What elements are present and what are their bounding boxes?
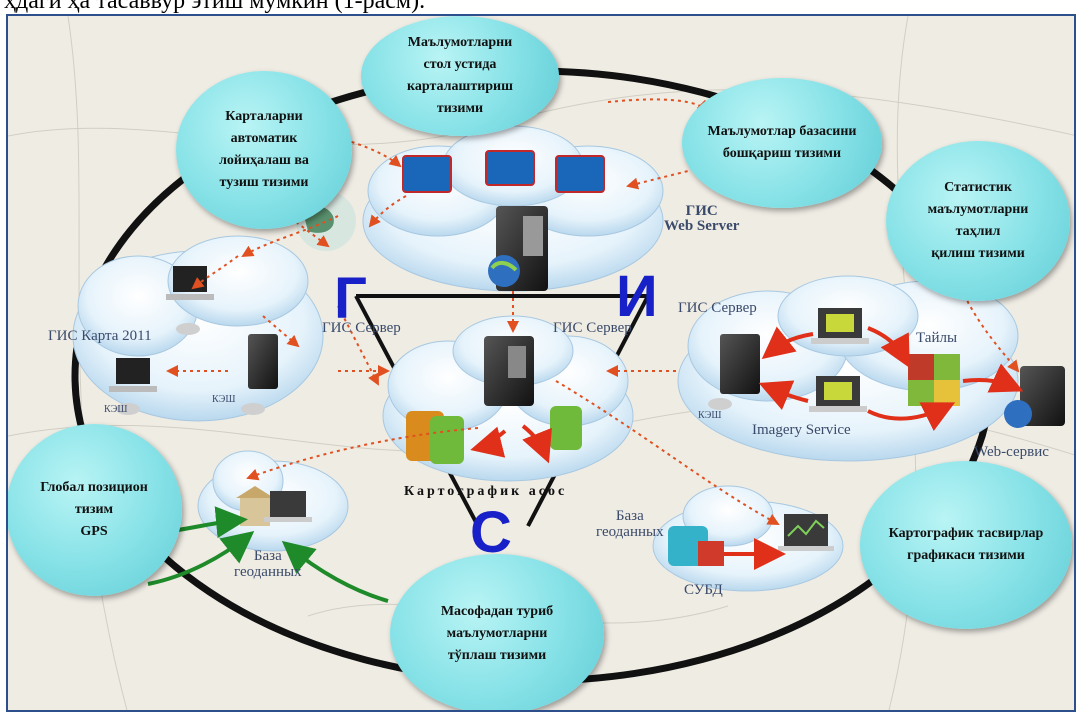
label-gis-server-left: ГИС Сервер [322,320,401,336]
label-gis-server-right: ГИС Сервер [678,300,757,316]
bubble-desktop-mapping: Маълумотларни стол устида карталаштириш … [361,16,559,136]
label-cache-2: КЭШ [212,394,236,405]
right-server-icon [708,334,760,410]
web-service-icon [1004,366,1065,428]
web-monitor-icons [402,150,605,193]
laptop-icons [809,308,869,412]
letter-s: С [470,500,512,565]
central-databases [406,406,582,464]
bubble-remote-sensing: Масофадан туриб маълумотларни тўплаш тиз… [390,554,604,710]
dotted-connectors [166,98,1020,525]
subd-chart-icons [668,514,834,566]
bubble-dbms: Маълумотлар базасини бошқариш тизими [682,78,882,208]
diagram-svg [8,16,1074,710]
caption-text: ҳдаги ҳа тасаввур этиш мумкин (1-расм). [4,0,426,14]
label-tiles: Тайлы [916,330,958,346]
green-arrows [147,506,389,603]
label-imagery-service: Imagery Service [752,422,851,438]
bubble-statistics: Статистик маълумотларни таҳлил қилиш тиз… [886,141,1070,301]
bank-laptop-icons [236,486,312,526]
label-web-server: ГИС Web Server [664,203,740,234]
label-cartographic-base: Картографик асос [404,484,568,499]
label-geo-db-right: База геоданных [596,508,664,540]
label-cache-1: КЭШ [104,404,128,415]
label-geo-db-left: База геоданных [234,548,302,580]
letter-g: Г [334,266,367,331]
letter-i: И [616,264,658,329]
central-server-icon [484,336,534,406]
diagram-frame: Маълумотларни стол устида карталаштириш … [6,14,1076,712]
tiles-cube-icon [908,354,960,406]
label-gis-server-center: ГИС Сервер [553,320,632,336]
label-subd: СУБД [684,582,723,598]
bubble-auto-design: Карталарни автоматик лойиҳалаш ва тузиш … [176,71,352,229]
label-cache-3: КЭШ [698,410,722,421]
bubble-cartographic-graphics: Картографик тасвирлар графикаси тизими [860,461,1072,629]
label-web-service: Web-сервис [974,444,1049,460]
label-gis-map: ГИС Карта 2011 [48,328,152,344]
web-server-tower-icon [488,206,548,291]
red-arrows [470,326,1024,570]
bubble-gps: Глобал позицион тизим GPS [8,424,182,596]
